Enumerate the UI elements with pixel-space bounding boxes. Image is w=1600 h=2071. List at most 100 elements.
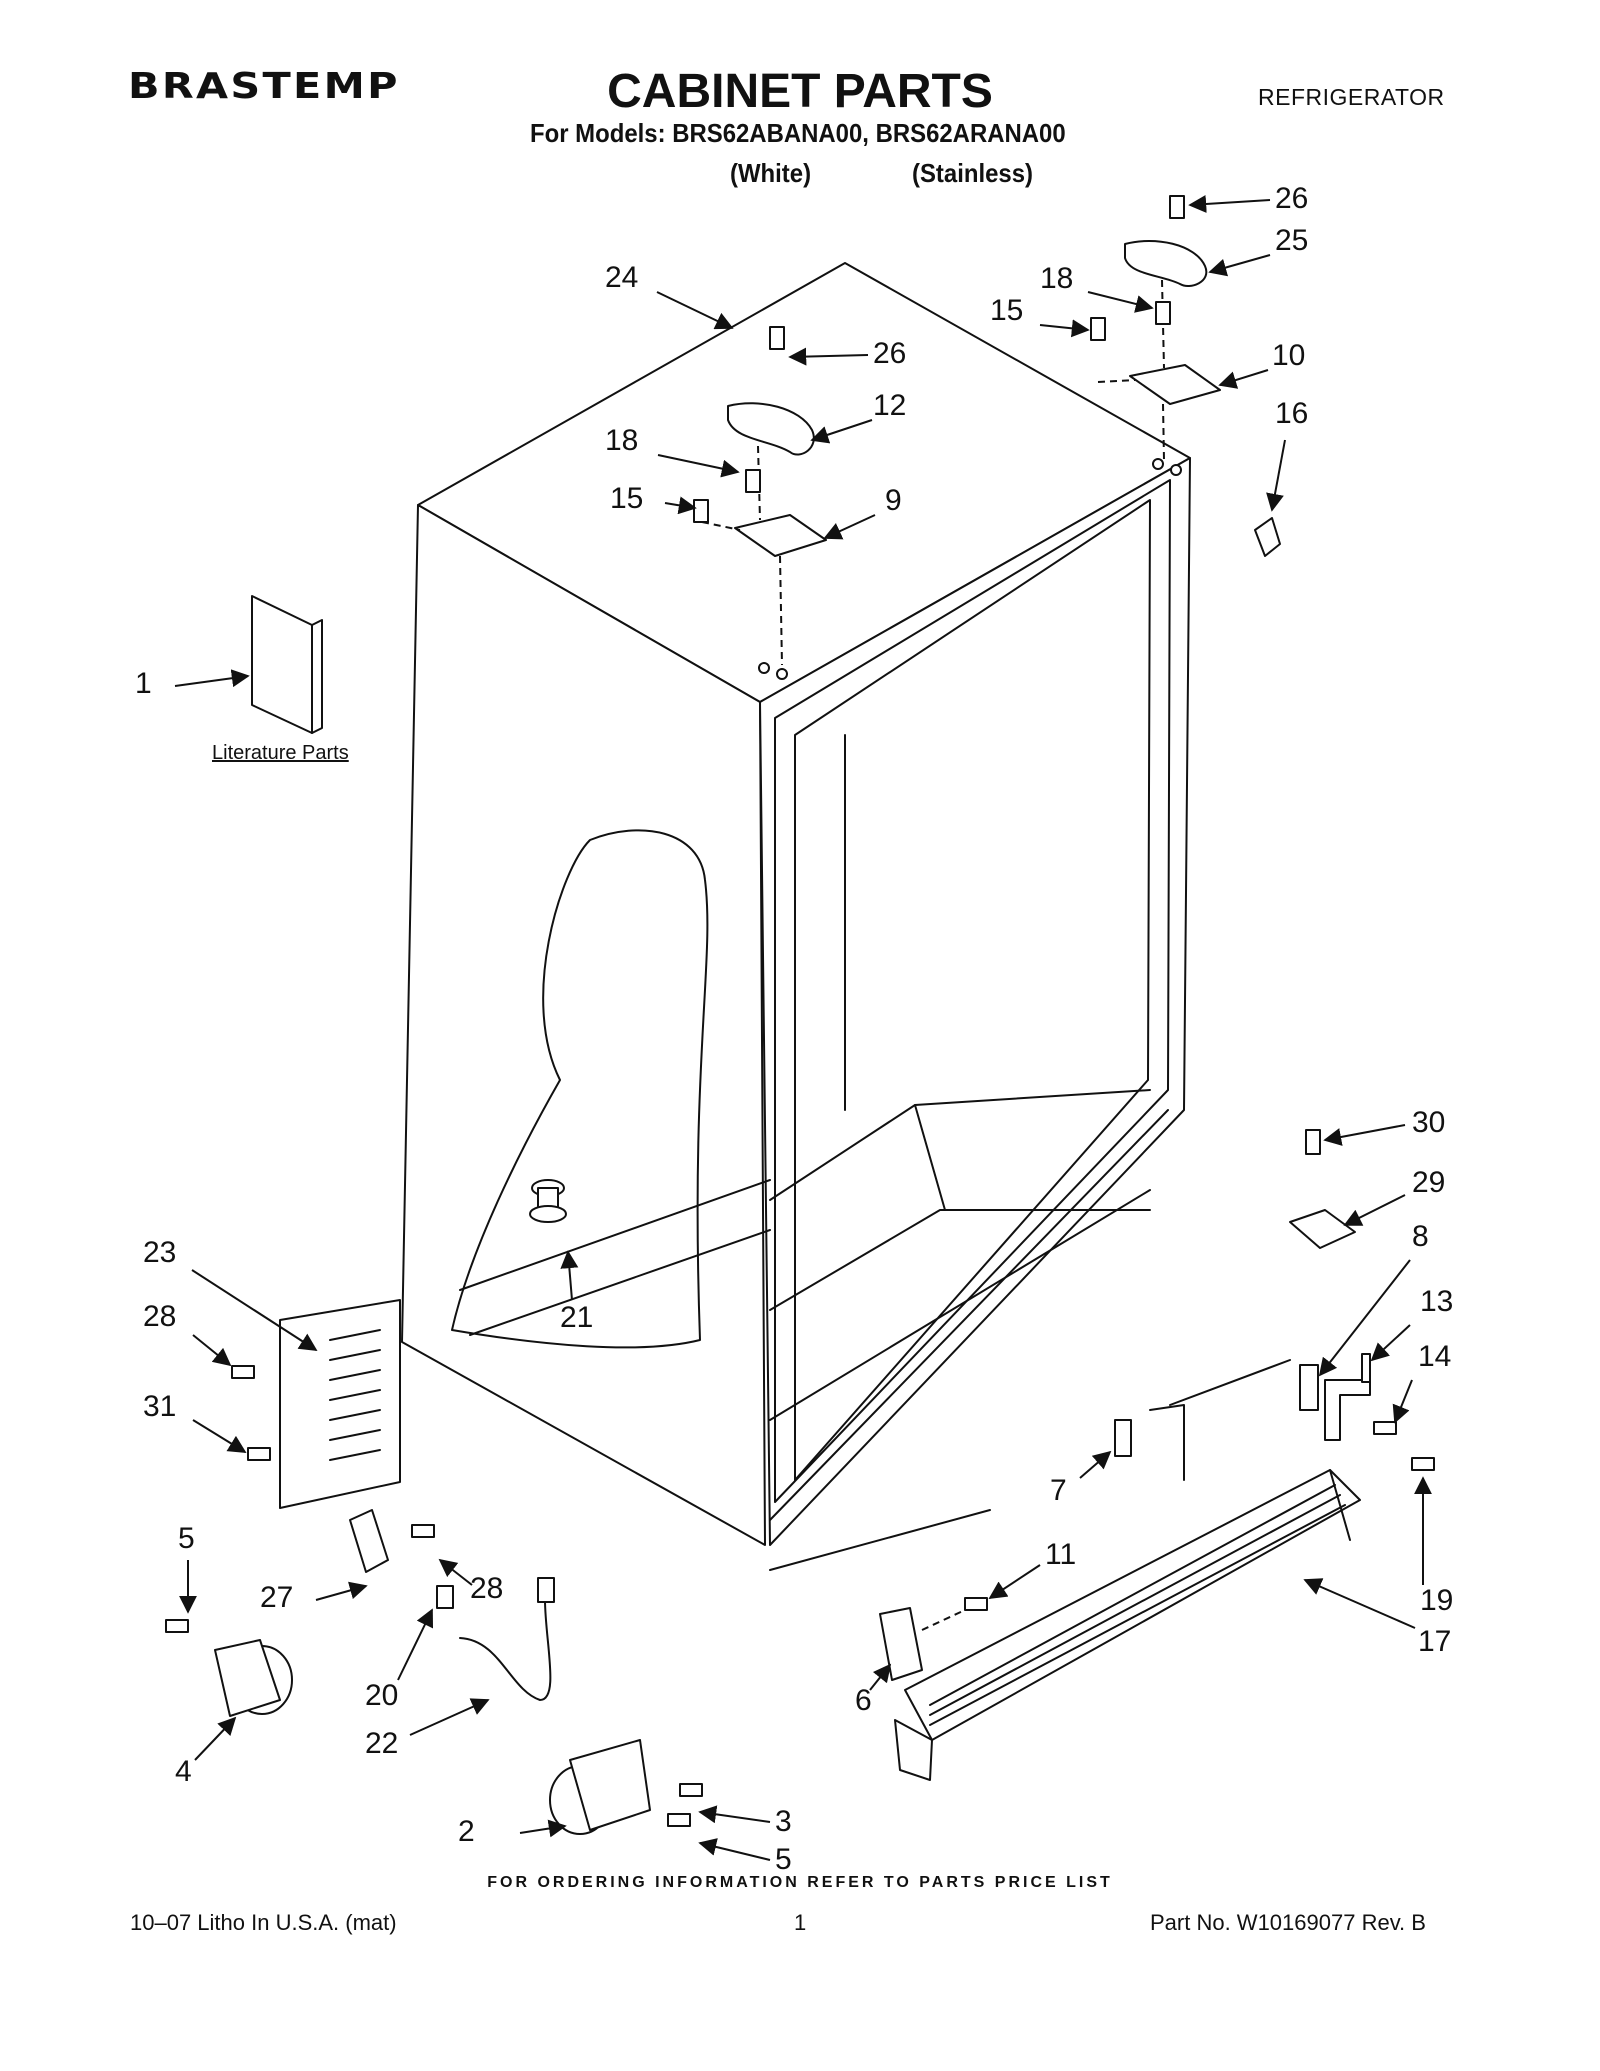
leader-arrow-c21 [560, 1250, 579, 1301]
callout-c5b: 5 [775, 1843, 792, 1876]
callout-c9: 9 [885, 484, 902, 517]
leader-arrow-c15a [664, 496, 697, 515]
leader-arrow-c18a [657, 454, 740, 478]
leader-arrow-c6 [869, 1663, 892, 1691]
callout-c17: 17 [1418, 1625, 1451, 1658]
drain-grommet [529, 1179, 567, 1223]
variant-white: (White) [730, 158, 812, 188]
callout-c24: 24 [605, 261, 638, 294]
right-top-hinge [1097, 240, 1221, 476]
grille-screws [231, 1365, 271, 1461]
callout-c2: 2 [458, 1815, 475, 1848]
callout-c8: 8 [1412, 1220, 1429, 1253]
leader-arrow-c12 [810, 419, 873, 444]
cam-29-and-screw [1289, 1129, 1356, 1249]
leader-arrow-c27 [315, 1581, 368, 1601]
leader-arrow-c25 [1208, 254, 1271, 277]
leader-arrow-c23 [191, 1269, 318, 1351]
callout-c13: 13 [1420, 1285, 1453, 1318]
models-line: For Models: BRS62ABANA00, BRS62ARANA00 [530, 118, 1066, 148]
literature-parts-label: Literature Parts [212, 742, 349, 764]
appliance-type: REFRIGERATOR [1258, 84, 1445, 110]
page-number: 1 [794, 1910, 807, 1935]
leader-arrow-c16 [1266, 439, 1286, 512]
water-tube [436, 1577, 555, 1701]
hinge-pin-16 [1254, 517, 1281, 557]
leader-arrow-c9 [823, 514, 876, 540]
toe-grille [894, 1469, 1361, 1781]
leader-arrow-c26a [788, 347, 869, 366]
callout-c16: 16 [1275, 397, 1308, 430]
callout-c25: 25 [1275, 224, 1308, 257]
leader-arrow-c14 [1392, 1379, 1413, 1424]
lower-right-hinge [1299, 1353, 1435, 1471]
front-roller-assembly [549, 1739, 703, 1835]
leader-arrow-c18b [1087, 291, 1154, 313]
ordering-note: FOR ORDERING INFORMATION REFER TO PARTS … [487, 1874, 1113, 1891]
callout-c4: 4 [175, 1755, 192, 1788]
callout-c1: 1 [135, 667, 152, 700]
leader-arrow-c3 [698, 1805, 771, 1824]
leader-arrow-c2 [519, 1819, 567, 1838]
leader-arrow-c29 [1343, 1194, 1406, 1226]
callout-c20: 20 [365, 1679, 398, 1712]
leveling-bracket [349, 1509, 435, 1573]
callout-c28b: 28 [470, 1572, 503, 1605]
brand-logo: BRASTEMP [128, 66, 400, 107]
callout-c7: 7 [1050, 1474, 1067, 1507]
callout-c28a: 28 [143, 1300, 176, 1333]
leader-arrow-c15b [1039, 319, 1090, 338]
leader-arrow-c31 [192, 1419, 247, 1453]
vent-grille [279, 1299, 401, 1509]
callout-c26a: 26 [873, 337, 906, 370]
callout-c23: 23 [143, 1236, 176, 1269]
leader-arrow-c28b [438, 1558, 473, 1586]
callout-c31: 31 [143, 1390, 176, 1423]
grille-bracket [879, 1597, 988, 1681]
part-7-clip [1114, 1419, 1132, 1457]
callout-c10: 10 [1272, 339, 1305, 372]
leader-arrow-c5b [698, 1838, 771, 1861]
leader-arrow-c13 [1370, 1324, 1411, 1362]
callout-c14: 14 [1418, 1340, 1451, 1373]
cutaway-view [451, 829, 709, 1349]
variant-stainless: (Stainless) [912, 158, 1033, 188]
literature-booklet [251, 595, 323, 734]
callout-c15a: 15 [610, 482, 643, 515]
left-hinge-screws [693, 326, 785, 523]
print-info: 10–07 Litho In U.S.A. (mat) [130, 1910, 397, 1935]
leader-arrow-c4 [194, 1716, 237, 1761]
leader-arrow-c7 [1079, 1450, 1112, 1479]
leader-arrow-c26b [1188, 195, 1271, 213]
callout-c19: 19 [1420, 1584, 1453, 1617]
callout-c22: 22 [365, 1727, 398, 1760]
leader-arrow-c1 [174, 669, 250, 688]
callout-c18a: 18 [605, 424, 638, 457]
callout-c18b: 18 [1040, 262, 1073, 295]
leader-arrow-c28a [192, 1334, 232, 1367]
callout-c6: 6 [855, 1684, 872, 1717]
callout-c12: 12 [873, 389, 906, 422]
leader-arrow-c24 [656, 291, 734, 330]
left-top-hinge [701, 402, 827, 680]
leader-arrow-c22 [409, 1698, 490, 1736]
right-hinge-screws [1090, 195, 1185, 341]
left-roller-assembly [165, 1619, 293, 1717]
callout-c21: 21 [560, 1301, 593, 1334]
callout-c3: 3 [775, 1805, 792, 1838]
leader-arrow-c17 [1303, 1578, 1416, 1629]
leader-arrow-c8 [1318, 1259, 1411, 1377]
callout-c11: 11 [1045, 1538, 1076, 1571]
leader-arrow-c11 [988, 1564, 1041, 1599]
callout-c27: 27 [260, 1581, 293, 1614]
leader-arrow-c10 [1218, 369, 1269, 389]
leader-arrow-c30 [1323, 1124, 1406, 1146]
callout-c15b: 15 [990, 294, 1023, 327]
page-title: CABINET PARTS [607, 65, 993, 118]
callout-c26b: 26 [1275, 182, 1308, 215]
callout-c30: 30 [1412, 1106, 1445, 1139]
leader-arrow-c20 [397, 1608, 434, 1681]
part-number: Part No. W10169077 Rev. B [1150, 1910, 1426, 1935]
callout-c5a: 5 [178, 1522, 195, 1555]
